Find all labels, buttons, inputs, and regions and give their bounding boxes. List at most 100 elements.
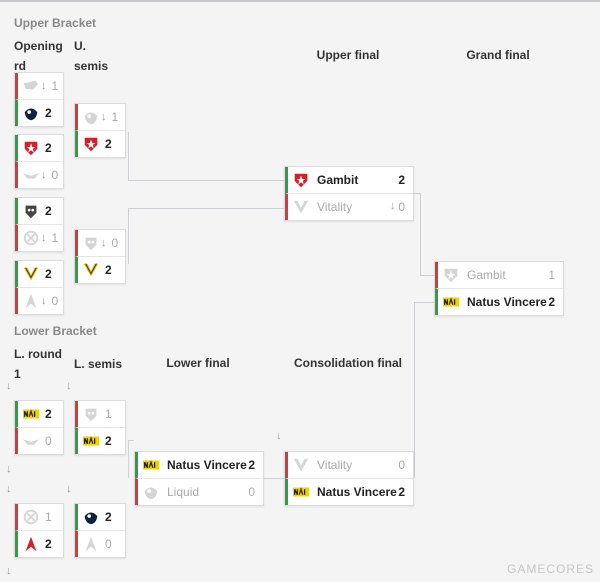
col-upper-final: Upper final xyxy=(316,48,380,62)
slot[interactable]: ↓ 0 xyxy=(15,161,63,188)
slot[interactable]: ↓ 0 xyxy=(15,287,63,314)
match-lower-round1-2[interactable]: 1 2 xyxy=(14,503,64,558)
match-grand-final[interactable]: Gambit 1 Natus Vincere 2 xyxy=(434,261,564,316)
match-lower-round1-1[interactable]: 2 0 xyxy=(14,400,64,455)
match-lower-semi-1[interactable]: 1 2 xyxy=(74,400,126,455)
navi-icon xyxy=(81,431,101,451)
slot[interactable]: Gambit 1 xyxy=(435,262,563,288)
col-lower-round-1: L. round 1 xyxy=(14,347,62,381)
slot[interactable]: 2 xyxy=(15,530,63,557)
down-arrow-icon: ↓ xyxy=(101,237,107,249)
slot[interactable]: 2 xyxy=(15,261,63,287)
match-opening-3[interactable]: 2 ↓ 1 xyxy=(14,197,64,252)
down-arrow-icon: ↓ xyxy=(101,111,107,123)
drop-in-arrow-icon: ↓ xyxy=(66,380,72,392)
score: 0 xyxy=(51,168,59,182)
score: 1 xyxy=(111,110,119,124)
score: 0 xyxy=(248,485,255,499)
match-upper-final[interactable]: Gambit 2 Vitality ↓0 xyxy=(284,166,414,221)
score: 2 xyxy=(45,204,52,218)
slot[interactable]: ↓ 0 xyxy=(75,230,125,256)
spirit-wings-icon xyxy=(21,165,41,185)
score: 2 xyxy=(45,106,52,120)
match-opening-1[interactable]: ↓ 1 2 xyxy=(14,72,64,127)
col-grand-final: Grand final xyxy=(466,48,530,62)
match-upper-semi-1[interactable]: ↓ 1 2 xyxy=(74,103,126,158)
score: 0 xyxy=(111,236,119,250)
slot[interactable]: Vitality 0 xyxy=(285,452,413,478)
drop-in-arrow-icon: ↓ xyxy=(66,483,72,495)
slot[interactable]: 0 xyxy=(75,530,125,557)
down-arrow-icon: ↓ xyxy=(389,200,396,212)
drop-in-arrow-icon: ↓ xyxy=(276,430,282,442)
slot[interactable]: Natus Vincere 2 xyxy=(435,288,563,315)
score: 0 xyxy=(45,434,52,448)
slot[interactable]: Gambit 2 xyxy=(285,167,413,193)
connector xyxy=(414,193,420,194)
slot[interactable]: Natus Vincere 2 xyxy=(285,478,413,505)
slot[interactable]: 2 xyxy=(15,99,63,126)
slot[interactable]: 1 xyxy=(75,401,125,427)
team-name: Vitality xyxy=(317,458,353,472)
slot[interactable]: 2 xyxy=(75,256,125,283)
match-opening-4[interactable]: 2 ↓ 0 xyxy=(14,260,64,315)
connector xyxy=(128,132,129,180)
team-name: Natus Vincere xyxy=(317,485,397,499)
slot[interactable]: Vitality ↓0 xyxy=(285,193,413,220)
slot[interactable]: 2 xyxy=(15,135,63,161)
navi-icon xyxy=(291,482,311,502)
team-name: Natus Vincere xyxy=(467,295,547,309)
score: 2 xyxy=(45,141,52,155)
team-name: Gambit xyxy=(317,173,359,187)
slot[interactable]: 0 xyxy=(15,427,63,454)
slot[interactable]: 2 xyxy=(75,427,125,454)
g2-icon xyxy=(81,233,101,253)
score: 2 xyxy=(105,263,112,277)
gambit-icon xyxy=(21,138,41,158)
down-arrow-icon: ↓ xyxy=(41,169,47,181)
down-arrow-icon: ↓ xyxy=(41,80,47,92)
score: 1 xyxy=(51,79,59,93)
match-opening-2[interactable]: 2 ↓ 0 xyxy=(14,134,64,189)
slot[interactable]: Natus Vincere 2 xyxy=(135,452,263,478)
gambit-icon xyxy=(291,170,311,190)
connector xyxy=(420,193,421,275)
vitality-icon xyxy=(81,260,101,280)
col-consolidation-final: Consolidation final xyxy=(294,356,402,370)
score: 2 xyxy=(45,537,52,551)
slot[interactable]: 2 xyxy=(75,130,125,157)
score: 2 xyxy=(398,173,405,187)
connector xyxy=(128,208,284,209)
slot[interactable]: ↓ 1 xyxy=(15,224,63,251)
slot[interactable]: ↓ 1 xyxy=(15,73,63,99)
down-arrow-icon: ↓ xyxy=(41,295,47,307)
top-border xyxy=(0,0,600,2)
slot[interactable]: 2 xyxy=(15,401,63,427)
spirit-wings-icon xyxy=(21,431,41,451)
vitality-icon xyxy=(291,455,311,475)
astralis-icon xyxy=(21,291,41,311)
upper-bracket-label: Upper Bracket xyxy=(14,16,97,30)
slot[interactable]: Liquid 0 xyxy=(135,478,263,505)
slot[interactable]: 1 xyxy=(15,504,63,530)
team-name: Natus Vincere xyxy=(167,458,247,472)
liquid-icon xyxy=(21,103,41,123)
match-lower-semi-2[interactable]: 2 0 xyxy=(74,503,126,558)
score: 1 xyxy=(105,407,112,421)
score: 2 xyxy=(105,434,112,448)
score: 2 xyxy=(105,510,112,524)
match-upper-semi-2[interactable]: ↓ 0 2 xyxy=(74,229,126,284)
score: 0 xyxy=(398,200,405,214)
slot[interactable]: 2 xyxy=(75,504,125,530)
score: 0 xyxy=(51,294,59,308)
score: 2 xyxy=(105,137,112,151)
match-lower-final[interactable]: Natus Vincere 2 Liquid 0 xyxy=(134,451,264,506)
watermark: GAMECORES xyxy=(506,562,594,576)
match-consolidation-final[interactable]: Vitality 0 Natus Vincere 2 xyxy=(284,451,414,506)
col-opening-round: Opening rd xyxy=(14,39,63,73)
slot[interactable]: ↓ 1 xyxy=(75,104,125,130)
astralis-icon xyxy=(81,534,101,554)
lower-bracket-label: Lower Bracket xyxy=(14,324,97,338)
slot[interactable]: 2 xyxy=(15,198,63,224)
g2-icon xyxy=(81,404,101,424)
